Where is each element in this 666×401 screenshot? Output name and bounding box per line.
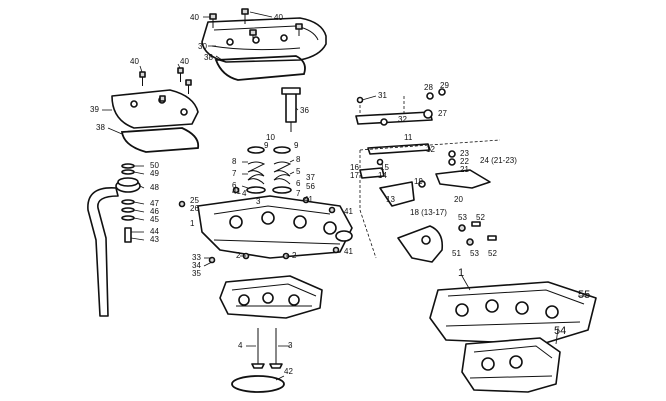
label-7-b: 7 — [296, 189, 301, 198]
label-50: 50 — [150, 161, 159, 170]
rocker-shaft — [355, 88, 446, 126]
label-10: 10 — [266, 133, 275, 142]
label-41-c: 41 — [344, 207, 353, 216]
label-1-b: 1 — [458, 267, 464, 279]
label-5: 5 — [296, 167, 301, 176]
label-2-b: 2 — [292, 251, 297, 260]
cover-bolts-left — [139, 67, 192, 102]
label-15: 15 — [380, 163, 389, 172]
label-8-a: 8 — [232, 157, 237, 166]
label-1-a: 1 — [190, 219, 195, 228]
label-6-b: 6 — [296, 179, 301, 188]
label-3: 3 — [256, 197, 261, 206]
assembled-block-right — [461, 337, 561, 393]
label-40-a: 40 — [190, 13, 199, 22]
label-53-a: 53 — [458, 213, 467, 222]
label-40-b: 40 — [274, 13, 283, 22]
cylinder-head-center — [197, 195, 353, 259]
bracket — [397, 225, 444, 263]
label-55: 55 — [578, 289, 590, 301]
label-9-a: 9 — [264, 141, 269, 150]
label-27: 27 — [438, 109, 447, 118]
left-cover — [111, 89, 199, 129]
rocker-arms — [359, 139, 501, 259]
label-42: 42 — [284, 367, 293, 376]
label-25: 25 — [190, 196, 199, 205]
head-gasket-ring — [231, 375, 285, 393]
valve-cover — [201, 17, 327, 63]
label-13: 13 — [386, 195, 395, 204]
label-7-a: 7 — [232, 169, 237, 178]
label-19: 19 — [414, 177, 423, 186]
label-40-c: 40 — [130, 57, 139, 66]
label-46: 46 — [150, 207, 159, 216]
label-12: 12 — [426, 145, 435, 154]
label-52-b: 52 — [488, 249, 497, 258]
label-17: 17 — [350, 171, 359, 180]
label-3-b: 3 — [288, 341, 293, 350]
label-2-a: 2 — [236, 251, 241, 260]
label-28: 28 — [424, 83, 433, 92]
valves — [251, 328, 283, 369]
cover-bolts-top — [209, 8, 303, 42]
label-29: 29 — [440, 81, 449, 90]
label-21: 21 — [460, 165, 469, 174]
label-44: 44 — [150, 227, 159, 236]
label-45: 45 — [150, 215, 159, 224]
label-43: 43 — [150, 235, 159, 244]
label-35: 35 — [192, 269, 201, 278]
label-37: 37 — [306, 173, 315, 182]
part-labels: 40 40 30 38 40 40 39 36 38 31 28 29 27 1… — [90, 13, 590, 376]
valve-spring-assembly — [246, 146, 292, 194]
label-33: 33 — [192, 253, 201, 262]
label-41-a: 41 — [232, 187, 241, 196]
label-11: 11 — [404, 133, 413, 142]
label-22: 22 — [460, 157, 469, 166]
assembled-head-right — [429, 281, 597, 345]
label-14: 14 — [378, 171, 387, 180]
label-31: 31 — [378, 91, 387, 100]
label-39: 39 — [90, 105, 99, 114]
label-56: 56 — [306, 182, 315, 191]
intake-pipe — [87, 177, 141, 317]
label-20: 20 — [454, 195, 463, 204]
label-16: 16 — [350, 163, 359, 172]
label-18: 18 (13-17) — [410, 208, 447, 217]
cylinder-block-lower — [219, 275, 323, 319]
cover-gasket-top — [214, 55, 306, 81]
label-4-b: 4 — [238, 341, 243, 350]
label-34: 34 — [192, 261, 201, 270]
label-47: 47 — [150, 199, 159, 208]
label-38-b: 38 — [96, 123, 105, 132]
label-36: 36 — [300, 106, 309, 115]
label-52-a: 52 — [476, 213, 485, 222]
label-32: 32 — [398, 115, 407, 124]
cover-gasket-left — [120, 127, 200, 153]
label-48: 48 — [150, 183, 159, 192]
label-9-b: 9 — [294, 141, 299, 150]
label-53-b: 53 — [470, 249, 479, 258]
label-49: 49 — [150, 169, 159, 178]
breather-tube — [281, 87, 301, 132]
label-41-b: 41 — [304, 195, 313, 204]
label-30: 30 — [198, 42, 207, 51]
label-23: 23 — [460, 149, 469, 158]
label-54: 54 — [554, 325, 566, 337]
intake-stack-parts — [121, 163, 135, 243]
label-4: 4 — [242, 189, 247, 198]
leader-lines — [102, 11, 590, 381]
bracket-bolts — [458, 221, 497, 246]
label-26: 26 — [190, 204, 199, 213]
label-41-d: 41 — [344, 247, 353, 256]
label-6-a: 6 — [232, 181, 237, 190]
label-8-b: 8 — [296, 155, 301, 164]
label-38-a: 38 — [204, 53, 213, 62]
label-51: 51 — [452, 249, 461, 258]
label-40-d: 40 — [180, 57, 189, 66]
label-24: 24 (21-23) — [480, 156, 517, 165]
